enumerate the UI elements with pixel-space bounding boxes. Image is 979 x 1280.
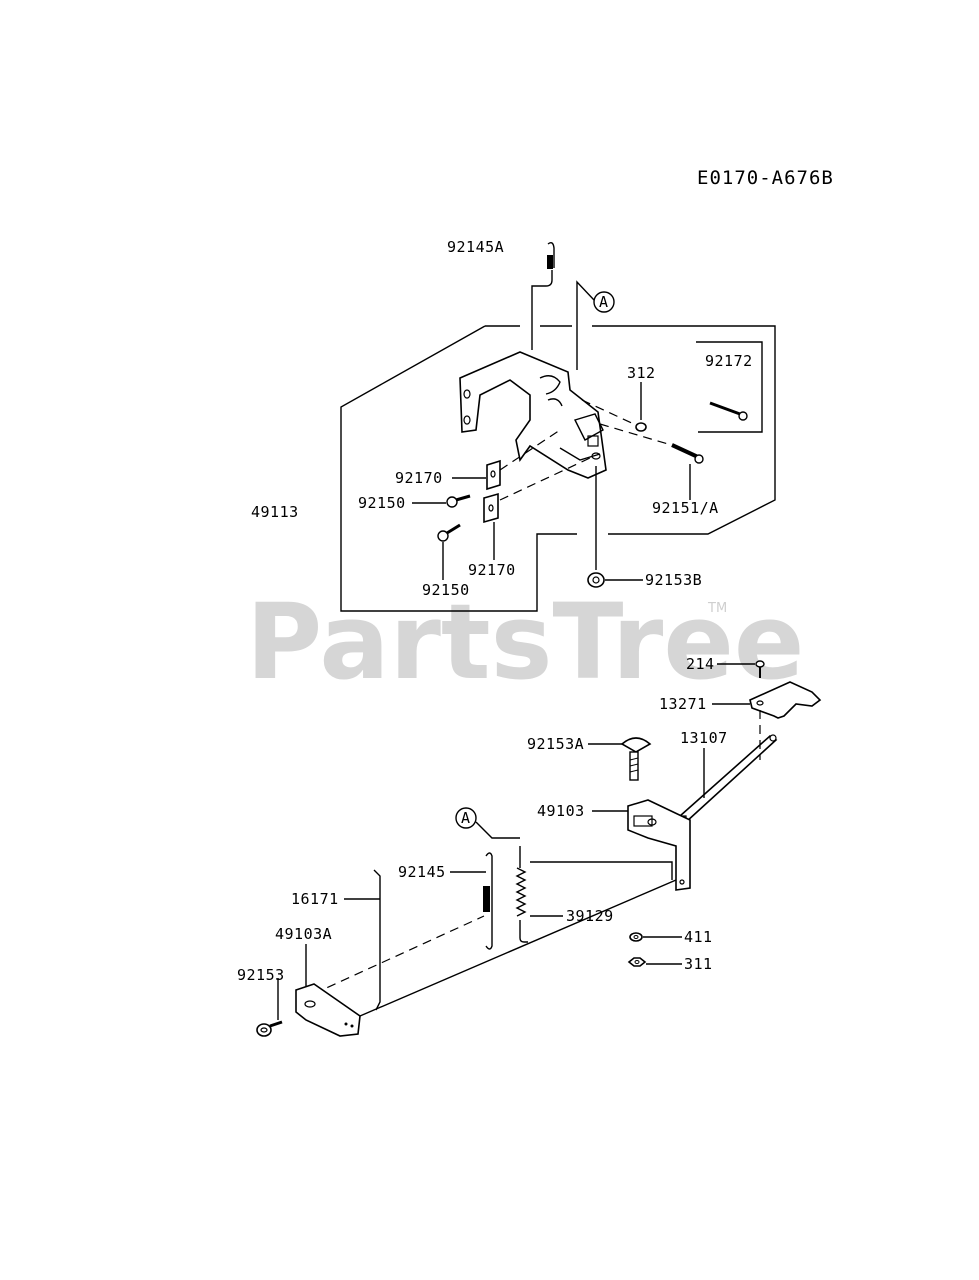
dashline-92170-bottom xyxy=(499,457,591,501)
group-outline-49113 xyxy=(340,325,776,612)
label-92145[interactable]: 92145 xyxy=(398,863,446,881)
leader-39129-link xyxy=(530,861,673,880)
callout-a-top[interactable]: A xyxy=(576,280,615,370)
arm-49103[interactable] xyxy=(627,799,691,891)
label-13271[interactable]: 13271 xyxy=(659,695,707,713)
diagram-code: E0170-A676B xyxy=(697,167,834,189)
label-312[interactable]: 312 xyxy=(627,364,656,382)
label-92153B[interactable]: 92153B xyxy=(645,571,702,589)
label-92170-bottom[interactable]: 92170 xyxy=(468,561,516,579)
clip-92170-bottom[interactable] xyxy=(483,492,499,524)
label-92145A[interactable]: 92145A xyxy=(447,238,504,256)
callout-a-top-letter: A xyxy=(599,293,609,311)
bolt-92172[interactable] xyxy=(709,401,748,421)
label-49113[interactable]: 49113 xyxy=(251,503,299,521)
label-92151A[interactable]: 92151/A xyxy=(652,499,719,517)
label-49103A[interactable]: 49103A xyxy=(275,925,332,943)
rod-16171[interactable] xyxy=(373,869,381,1011)
label-214[interactable]: 214 xyxy=(686,655,715,673)
washer-312[interactable] xyxy=(635,422,647,432)
bolt-92150-top[interactable] xyxy=(446,494,471,508)
bracket-49113[interactable] xyxy=(459,351,607,479)
bolt-92153[interactable] xyxy=(256,1020,283,1037)
label-311[interactable]: 311 xyxy=(684,955,713,973)
label-92153[interactable]: 92153 xyxy=(237,966,285,984)
callout-a-bottom[interactable]: A xyxy=(455,807,520,839)
washer-411[interactable] xyxy=(629,932,643,942)
dashline-92151A xyxy=(599,423,669,445)
label-411[interactable]: 411 xyxy=(684,928,713,946)
watermark-text: PartsTree xyxy=(246,581,804,703)
callout-a-bottom-letter: A xyxy=(461,809,471,827)
screw-214[interactable] xyxy=(755,660,765,678)
bolt-92150-bottom[interactable] xyxy=(437,523,461,542)
nut-311[interactable] xyxy=(627,957,647,967)
spring-92145A[interactable] xyxy=(531,241,555,326)
arm-49103A[interactable] xyxy=(295,983,361,1037)
bolt-92153A[interactable] xyxy=(620,737,652,781)
clip-92170-top[interactable] xyxy=(486,459,501,491)
spring-39129[interactable] xyxy=(515,846,528,943)
label-92170-top[interactable]: 92170 xyxy=(395,469,443,487)
label-92153A[interactable]: 92153A xyxy=(527,735,584,753)
dashline-92170-top xyxy=(499,429,561,471)
label-13107[interactable]: 13107 xyxy=(680,729,728,747)
label-92172[interactable]: 92172 xyxy=(705,352,753,370)
label-92150-top[interactable]: 92150 xyxy=(358,494,406,512)
label-16171[interactable]: 16171 xyxy=(291,890,339,908)
bolt-92151A[interactable] xyxy=(671,443,704,464)
shaft-13107[interactable] xyxy=(675,734,778,825)
label-92150-bottom[interactable]: 92150 xyxy=(422,581,470,599)
watermark-trademark: TM xyxy=(707,601,727,616)
label-49103[interactable]: 49103 xyxy=(537,802,585,820)
box-92172 xyxy=(696,341,763,433)
link-rod[interactable] xyxy=(359,879,677,1017)
nut-92153B[interactable] xyxy=(587,572,605,588)
dashline-312 xyxy=(581,399,637,426)
dashline-link xyxy=(299,915,485,1001)
plate-13271[interactable] xyxy=(749,681,822,719)
spring-92145[interactable] xyxy=(483,852,493,950)
